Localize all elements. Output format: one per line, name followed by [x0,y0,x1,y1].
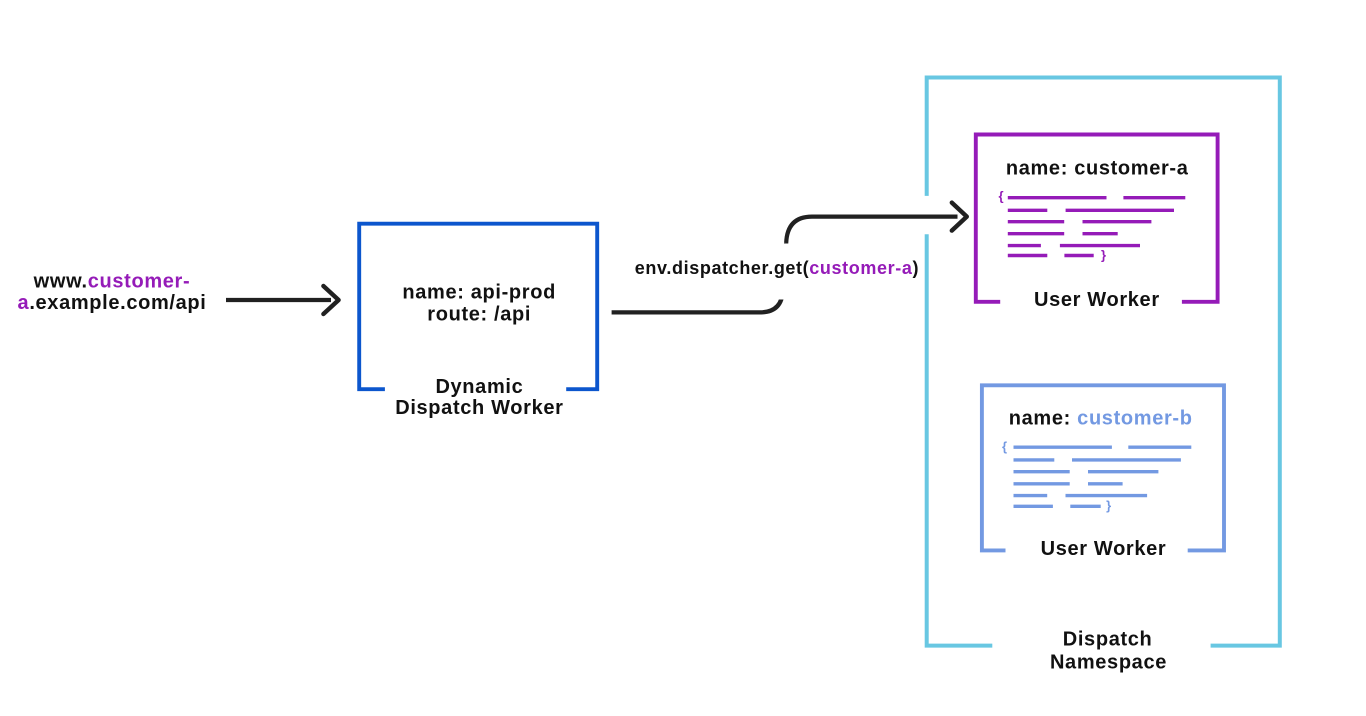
svg-text:Dispatch: Dispatch [1063,628,1153,650]
svg-text:name: customer-b: name: customer-b [1009,407,1193,429]
svg-text:env.dispatcher.get(customer-a): env.dispatcher.get(customer-a) [635,258,919,278]
svg-text:}: } [1106,498,1111,513]
svg-text:Dispatch Worker: Dispatch Worker [395,397,563,419]
svg-text:User Worker: User Worker [1041,538,1167,560]
svg-text:name: api-prod: name: api-prod [402,282,556,304]
svg-text:route: /api: route: /api [427,304,531,326]
svg-text:{: { [998,188,1003,203]
svg-text:name: customer-a: name: customer-a [1006,157,1189,179]
svg-text:www.customer-: www.customer- [33,271,191,293]
svg-text:Namespace: Namespace [1050,652,1167,674]
svg-text:a.example.com/api: a.example.com/api [18,292,207,314]
svg-text:Dynamic: Dynamic [435,376,523,398]
svg-text:}: } [1101,247,1106,262]
svg-text:{: { [1002,439,1007,454]
svg-text:User Worker: User Worker [1034,289,1160,311]
